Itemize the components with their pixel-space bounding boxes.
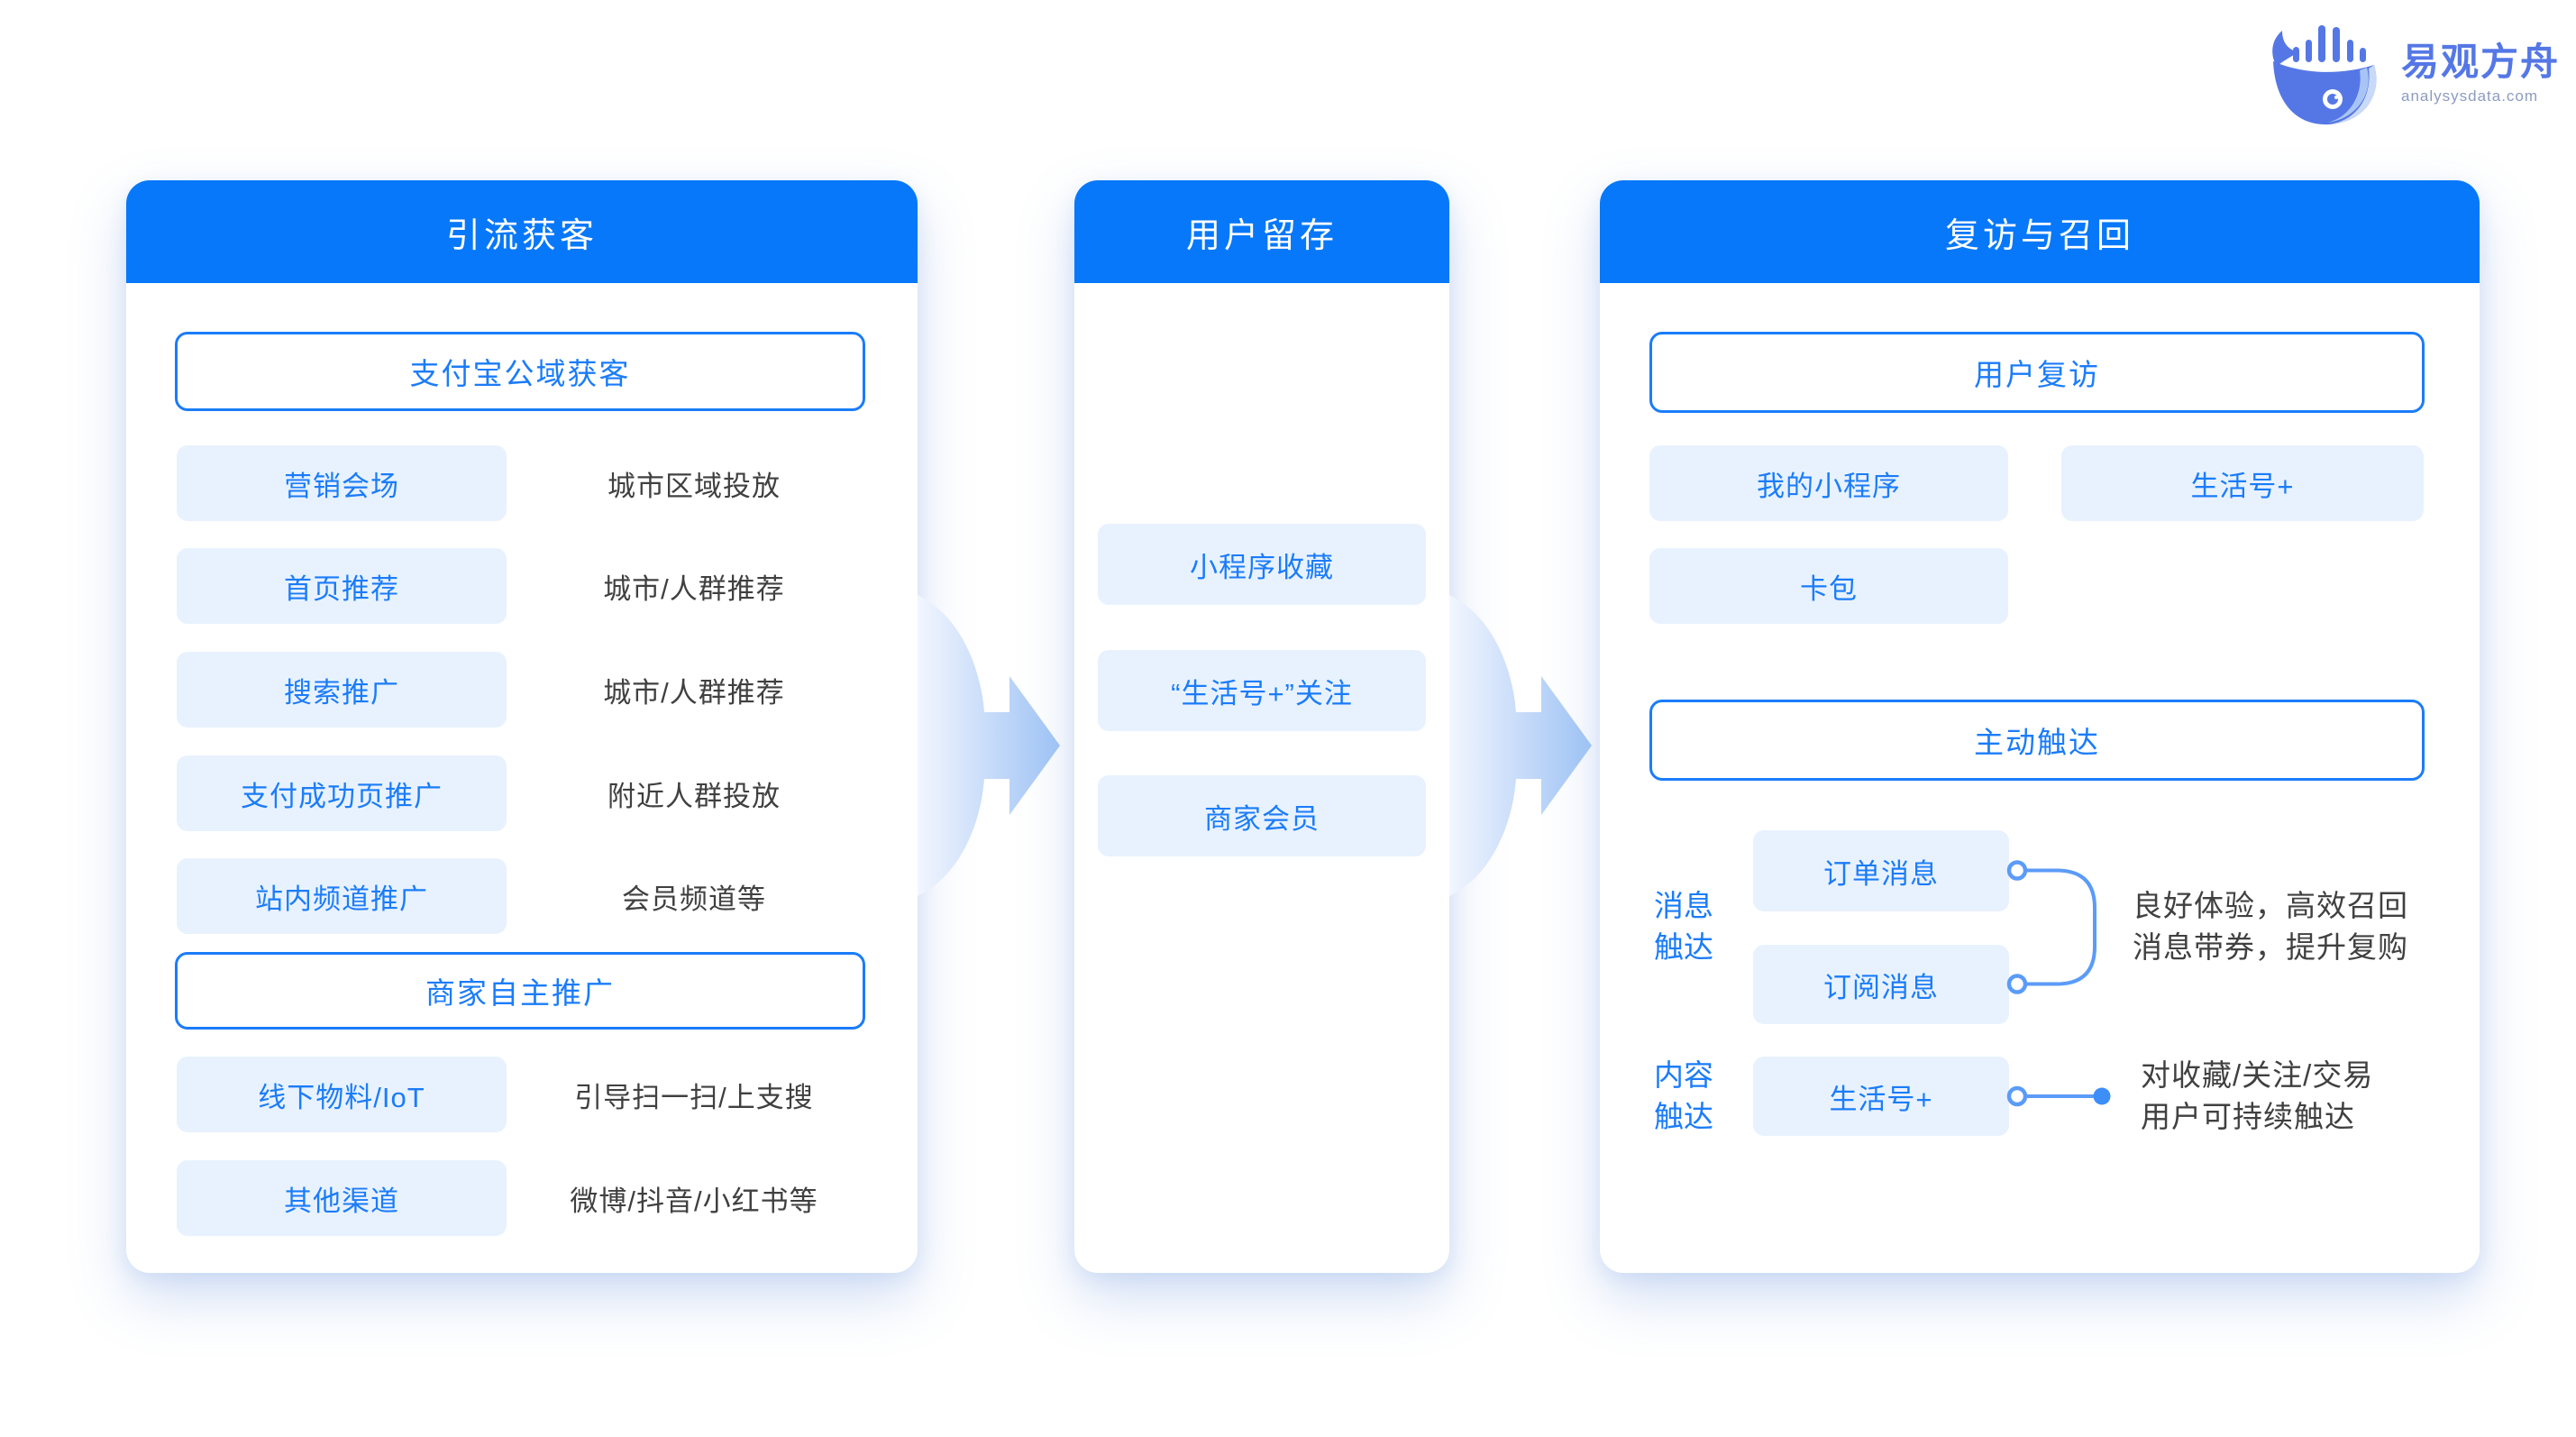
desc-search-promo: 城市/人群推荐: [603, 676, 785, 709]
panel-retention-title: 用户留存: [1185, 216, 1338, 255]
panel-recall-title: 复访与召回: [1944, 216, 2134, 255]
desc-pay-success-promo: 附近人群投放: [607, 780, 781, 812]
chip-search-promo: 搜索推广: [177, 652, 507, 728]
chip-pay-success-promo: 支付成功页推广: [177, 755, 507, 831]
content-line-connector: [2006, 1085, 2111, 1107]
label-content-reach: 内容触达: [1654, 1058, 1713, 1133]
user-revisit-box: 用户复访: [1649, 332, 2425, 413]
chip-lifeaccount-plus-reach: 生活号+: [1753, 1057, 2009, 1136]
desc-offline-iot: 引导扫一扫/上支搜: [574, 1081, 814, 1113]
note-content-reach: 对收藏/关注/交易 用户可持续触达: [2141, 1055, 2373, 1138]
logo-domain: analysysdata.com: [2400, 87, 2539, 105]
chip-lifeaccount-follow: “生活号+”关注: [1098, 650, 1426, 731]
panel-recall: 复访与召回 用户复访 我的小程序 生活号+ 卡包 主动触达 消息触达 订单消息 …: [1600, 180, 2480, 1273]
flow-arrow-1: [918, 595, 1060, 896]
chip-merchant-member: 商家会员: [1098, 775, 1426, 856]
note-message-line1: 良好体验，高效召回: [2133, 889, 2408, 922]
chip-order-message: 订单消息: [1753, 830, 2009, 911]
whale-chart-logo-icon: [2272, 25, 2377, 125]
message-bracket-connector: [2006, 860, 2096, 994]
chip-my-miniapps: 我的小程序: [1649, 445, 2008, 521]
panel-retention: 用户留存 小程序收藏 “生活号+”关注 商家会员: [1074, 180, 1449, 1273]
alipay-public-domain-box: 支付宝公域获客: [175, 332, 865, 411]
chip-subscribe-message: 订阅消息: [1753, 945, 2009, 1024]
chip-card-pack: 卡包: [1649, 548, 2008, 624]
panel-acquisition: 引流获客 支付宝公域获客 营销会场 城市区域投放 首页推荐 城市/人群推荐 搜索…: [126, 180, 918, 1273]
chip-offline-iot: 线下物料/IoT: [177, 1057, 507, 1132]
desc-onsite-channel-promo: 会员频道等: [622, 883, 766, 915]
panel-recall-header: 复访与召回: [1600, 180, 2480, 283]
note-content-line1: 对收藏/关注/交易: [2141, 1058, 2374, 1092]
logo-brand-name: 易观方舟: [2400, 41, 2560, 83]
desc-marketing-venue: 城市区域投放: [607, 470, 781, 502]
desc-home-recommend: 城市/人群推荐: [603, 572, 785, 605]
chip-other-channels: 其他渠道: [177, 1160, 507, 1236]
logo-text: 易观方舟 analysysdata.com: [2401, 41, 2560, 105]
merchant-self-promo-box: 商家自主推广: [175, 952, 865, 1030]
chip-miniapp-favorite: 小程序收藏: [1098, 524, 1426, 605]
note-message-reach: 良好体验，高效召回 消息带券，提升复购: [2133, 885, 2408, 968]
brand-logo: 易观方舟 analysysdata.com: [2262, 20, 2560, 126]
proactive-reach-box: 主动触达: [1649, 700, 2425, 781]
label-message-reach: 消息触达: [1654, 889, 1713, 964]
chip-home-recommend: 首页推荐: [177, 548, 507, 624]
chip-lifeaccount-plus: 生活号+: [2061, 445, 2424, 521]
panel-acquisition-title: 引流获客: [445, 216, 598, 255]
note-message-line2: 消息带券，提升复购: [2133, 930, 2408, 964]
chip-onsite-channel-promo: 站内频道推广: [177, 858, 507, 934]
panel-acquisition-header: 引流获客: [126, 180, 918, 283]
desc-other-channels: 微博/抖音/小红书等: [570, 1185, 818, 1217]
flow-arrow-2: [1449, 595, 1592, 896]
note-content-line2: 用户可持续触达: [2141, 1100, 2355, 1133]
panel-retention-header: 用户留存: [1074, 180, 1449, 283]
chip-marketing-venue: 营销会场: [177, 445, 507, 521]
